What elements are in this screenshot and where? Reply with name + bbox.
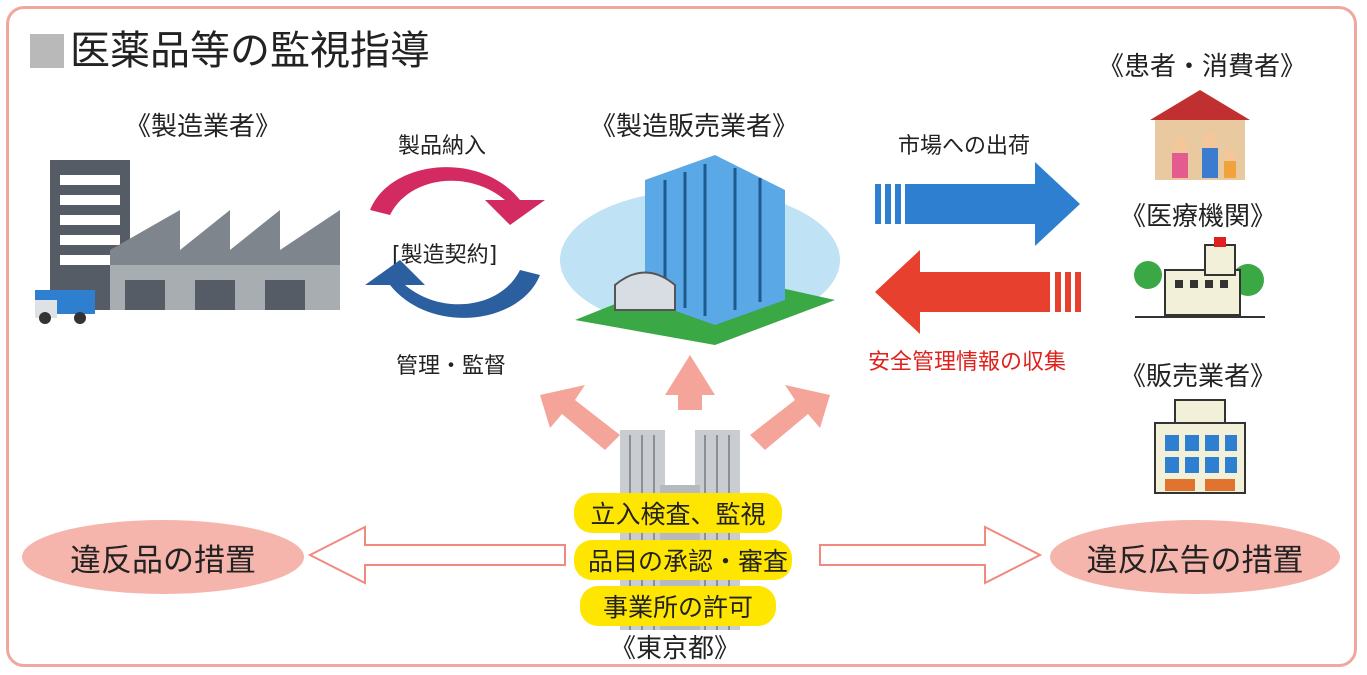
supervision-label: 管理・監督 [396,354,507,379]
role-inspection-pill: 立入検査、監視 [574,493,782,533]
marketer-building-icon [560,155,840,345]
medical-label: 《医療機関》 [1120,202,1277,232]
right-measure-arrow [819,525,1043,585]
shipment-label: 市場への出荷 [898,134,1031,159]
sellers-label: 《販売業者》 [1120,362,1277,392]
shipment-arrow [875,162,1080,246]
hospital-icon [1134,237,1265,318]
title-text: 医薬品等の監視指導 [70,28,430,74]
seller-building-icon [1154,399,1246,494]
up-arrow-center [665,355,715,410]
patients-house-icon [1150,90,1250,180]
delivery-label: 製品納入 [398,134,487,159]
violating-ads-oval: 違反広告の措置 [1050,520,1340,594]
role-approval-pill: 品目の承認・審査 [574,540,792,580]
factory-icon [35,160,340,324]
violating-products-oval: 違反品の措置 [22,520,304,594]
up-arrow-left [540,385,620,450]
page-title: 医薬品等の監視指導 [30,18,430,76]
safety-info-arrow [875,250,1081,334]
manufacturer-label: 《製造業者》 [125,112,282,142]
title-square-icon [30,34,64,68]
tokyo-label: 《東京都》 [610,634,741,664]
role-license-pill: 事業所の許可 [580,586,776,626]
marketer-label: 《製造販売業者》 [590,112,799,142]
diagram-frame [6,6,1357,667]
safety-info-label: 安全管理情報の収集 [868,350,1067,375]
contract-label: [製造契約] [392,243,498,268]
oversight-arrows [540,355,830,450]
up-arrow-right [750,385,830,450]
cycle-arrows [365,167,545,318]
patients-label: 《患者・消費者》 [1098,52,1307,82]
left-measure-arrow [307,525,566,585]
